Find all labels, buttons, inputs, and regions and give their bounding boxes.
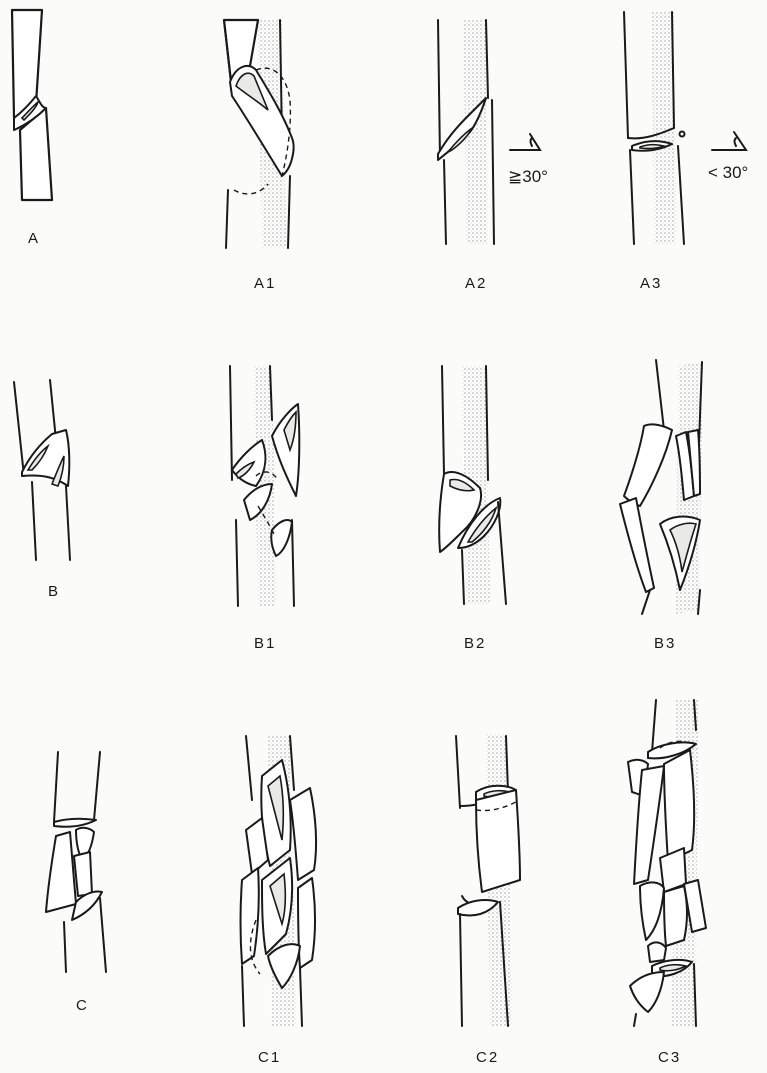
- diagram-A1: A1: [224, 20, 294, 292]
- diagram-B: B: [14, 380, 70, 600]
- diagram-B1: B1: [230, 366, 299, 652]
- diagram-C1: C1: [241, 736, 317, 1066]
- label-B1: B1: [254, 635, 276, 652]
- diagram-A: A: [12, 10, 52, 247]
- label-A1: A1: [254, 275, 276, 292]
- diagram-A3: < 30° A3: [624, 12, 748, 292]
- label-A: A: [28, 230, 40, 247]
- diagram-C: C: [46, 752, 106, 1014]
- angle-label-a3: < 30°: [708, 163, 748, 182]
- label-A2: A2: [465, 275, 487, 292]
- label-C: C: [76, 997, 89, 1014]
- diagram-C2: C2: [456, 734, 520, 1066]
- label-C2: C2: [476, 1049, 499, 1066]
- label-B3: B3: [654, 635, 676, 652]
- label-C1: C1: [258, 1049, 281, 1066]
- label-C3: C3: [658, 1049, 681, 1066]
- label-A3: A3: [640, 275, 662, 292]
- diagram-B2: B2: [439, 366, 506, 652]
- angle-label-a2: ≧30°: [508, 167, 548, 186]
- label-B: B: [48, 583, 60, 600]
- diagram-B3: B3: [620, 360, 702, 652]
- label-B2: B2: [464, 635, 486, 652]
- diagram-A2: ≧30° A2: [438, 20, 548, 292]
- diagram-C3: C3: [628, 700, 706, 1066]
